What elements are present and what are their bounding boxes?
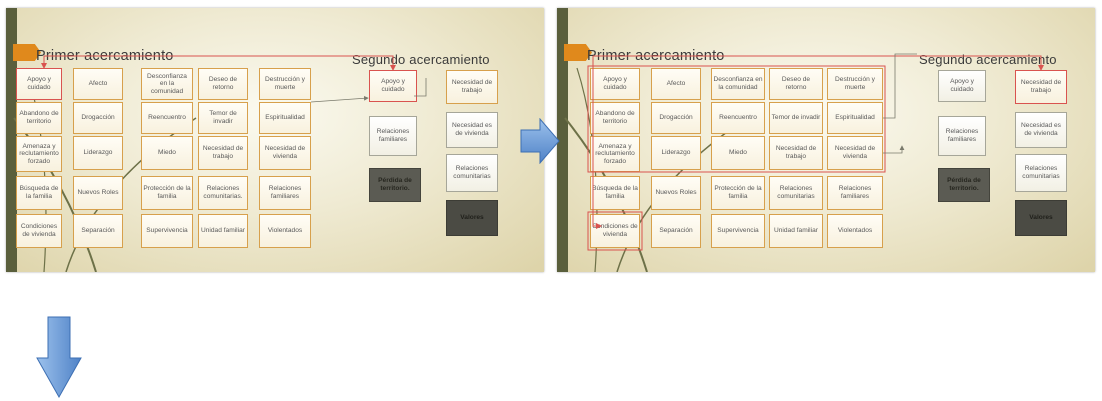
box-third-valores: Valores xyxy=(446,200,498,236)
box-busqueda-de-la-familia: Búsqueda de la familia xyxy=(590,176,640,210)
box-unidad-familiar: Unidad familiar xyxy=(769,214,823,248)
box-nuevos-roles: Nuevos Roles xyxy=(73,176,123,210)
title-banner-shape xyxy=(13,44,41,61)
box-amenaza: Amenaza y reclutamiento forzado xyxy=(16,136,62,172)
box-miedo: Miedo xyxy=(141,136,193,170)
box-busqueda-de-la-familia: Búsqueda de la familia xyxy=(16,176,62,210)
box-miedo: Miedo xyxy=(711,136,765,170)
box-necesidad-de-trabajo: Necesidad de trabajo xyxy=(769,136,823,170)
box-afecto: Afecto xyxy=(73,68,123,100)
slide-second-approach: Primer acercamiento Segundo acercamiento… xyxy=(557,8,1095,272)
box-violentados: Violentados xyxy=(827,214,883,248)
box-condiciones-de-vivienda: Condiciones de vivienda xyxy=(16,214,62,248)
box-apoyo-y-cuidado: Apoyo y cuidado xyxy=(590,68,640,100)
box-espiritualidad: Espiritualidad xyxy=(827,102,883,134)
slide-first-approach: Primer acercamiento Segundo acercamiento… xyxy=(6,8,544,272)
box-relaciones-comunitarias: Relaciones comunitarias. xyxy=(198,176,248,210)
right-arrow-icon xyxy=(520,118,560,164)
box-violentados: Violentados xyxy=(259,214,311,248)
box-temor-de-invadir: Temor de invadir xyxy=(198,102,248,134)
box-relaciones-familiares: Relaciones familiares xyxy=(827,176,883,210)
box-destruccion-y-muerte: Destrucción y muerte xyxy=(827,68,883,100)
box-drogaccion: Drogacción xyxy=(651,102,701,134)
box-nuevos-roles: Nuevos Roles xyxy=(651,176,701,210)
box-relaciones-comunitarias: Relaciones comunitarias xyxy=(769,176,823,210)
box-second-apoyo-y-cuidado: Apoyo y cuidado xyxy=(369,70,417,102)
box-third-necesidad-de-trabajo: Necesidad de trabajo xyxy=(446,70,498,104)
box-destruccion-y-muerte: Destrucción y muerte xyxy=(259,68,311,100)
box-desconfianza: Desconfianza en la comunidad xyxy=(711,68,765,100)
box-necesidad-de-trabajo: Necesidad de trabajo xyxy=(198,136,248,170)
title-banner-shape xyxy=(564,44,592,61)
box-proteccion-de-la-familia: Protección de la familia xyxy=(711,176,765,210)
box-second-perdida-de-territorio: Pérdida de territorio. xyxy=(369,168,421,202)
box-desconfianza: Desconfianza en la comunidad xyxy=(141,68,193,100)
box-separacion: Separación xyxy=(73,214,123,248)
box-deseo-de-retorno: Deseo de retorno xyxy=(198,68,248,100)
box-necesidad-de-vivienda: Necesidad de vivienda xyxy=(259,136,311,170)
box-amenaza: Amenaza y reclutamiento forzado xyxy=(590,136,640,172)
slide-left-bar xyxy=(557,8,568,272)
box-condiciones-de-vivienda: Condiciones de vivienda xyxy=(590,214,640,248)
box-supervivencia: Supervivencia xyxy=(711,214,765,248)
box-third-relaciones-comunitarias: Relaciones comunitarias xyxy=(446,154,498,192)
box-third-necesidad-de-vivienda: Necesidad es de vivienda xyxy=(1015,112,1067,148)
box-liderazgo: Liderazgo xyxy=(73,136,123,170)
box-necesidad-de-vivienda: Necesidad de vivienda xyxy=(827,136,883,170)
box-relaciones-familiares: Relaciones familiares xyxy=(259,176,311,210)
box-deseo-de-retorno: Deseo de retorno xyxy=(769,68,823,100)
box-second-relaciones-familiares: Relaciones familiares xyxy=(369,116,417,156)
box-liderazgo: Liderazgo xyxy=(651,136,701,170)
box-abandono-de-territorio: Abandono de territorio xyxy=(16,102,62,134)
box-supervivencia: Supervivencia xyxy=(141,214,193,248)
down-arrow-icon xyxy=(36,316,82,398)
slide-left-bar xyxy=(6,8,17,272)
box-reencuentro: Reencuentro xyxy=(711,102,765,134)
box-abandono-de-territorio: Abandono de territorio xyxy=(590,102,640,134)
box-apoyo-y-cuidado: Apoyo y cuidado xyxy=(16,68,62,100)
box-afecto: Afecto xyxy=(651,68,701,100)
box-espiritualidad: Espiritualidad xyxy=(259,102,311,134)
box-temor-de-invadir: Temor de invadir xyxy=(769,102,823,134)
box-third-necesidad-de-vivienda: Necesidad es de vivienda xyxy=(446,112,498,148)
box-unidad-familiar: Unidad familiar xyxy=(198,214,248,248)
box-second-relaciones-familiares: Relaciones familiares xyxy=(938,116,986,156)
box-proteccion-de-la-familia: Protección de la familia xyxy=(141,176,193,210)
box-second-perdida-de-territorio: Pérdida de territorio. xyxy=(938,168,990,202)
box-third-valores: Valores xyxy=(1015,200,1067,236)
connector-lines xyxy=(41,55,427,103)
connector-lines xyxy=(587,53,1044,251)
box-separacion: Separación xyxy=(651,214,701,248)
box-third-relaciones-comunitarias: Relaciones comunitarias xyxy=(1015,154,1067,192)
box-second-apoyo-y-cuidado: Apoyo y cuidado xyxy=(938,70,986,102)
box-drogaccion: Drogacción xyxy=(73,102,123,134)
box-reencuentro: Reencuentro xyxy=(141,102,193,134)
